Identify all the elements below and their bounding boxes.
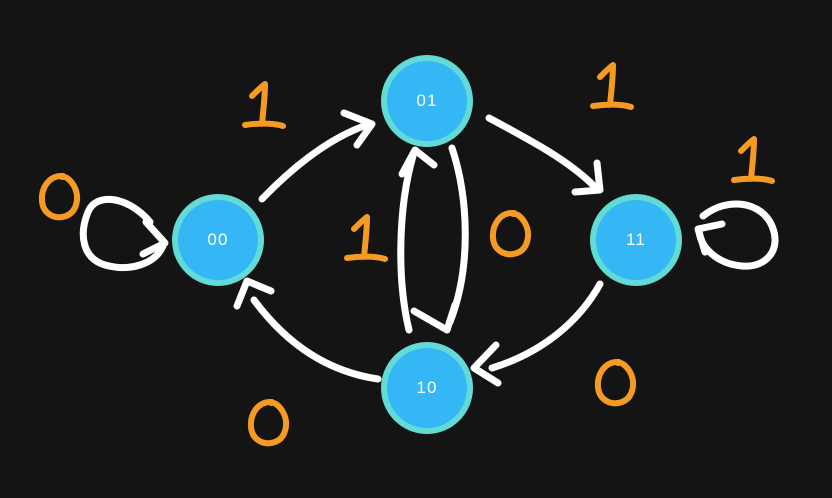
- transition-arrow-11-to-11[interactable]: [694, 200, 779, 270]
- state-node-fill: [387, 348, 467, 428]
- transition-arrow-10-to-00[interactable]: [233, 277, 382, 383]
- transition-arrow-00-to-00[interactable]: [79, 195, 169, 271]
- state-node-01[interactable]: [381, 55, 473, 147]
- transition-arrow-01-to-10[interactable]: [410, 144, 469, 334]
- edge-label-11-to-10: [589, 354, 641, 410]
- transition-arrow-01-to-11[interactable]: [485, 114, 604, 196]
- state-node-11[interactable]: [590, 194, 682, 286]
- edge-label-11-to-11: [725, 134, 777, 190]
- transition-arrow-11-to-10[interactable]: [470, 280, 604, 387]
- state-node-10[interactable]: [381, 342, 473, 434]
- transition-arrow-10-to-01[interactable]: [397, 146, 438, 334]
- transition-arrow-00-to-01[interactable]: [258, 109, 376, 203]
- edge-label-10-to-01: [338, 212, 390, 268]
- edge-label-01-to-10: [484, 205, 536, 261]
- edge-label-00-to-00: [33, 168, 85, 224]
- edge-label-00-to-01: [236, 79, 288, 135]
- state-node-fill: [178, 200, 258, 280]
- edge-label-10-to-00: [242, 394, 294, 450]
- state-node-fill: [596, 200, 676, 280]
- edge-label-01-to-11: [584, 60, 636, 116]
- state-node-fill: [387, 61, 467, 141]
- state-node-00[interactable]: [172, 194, 264, 286]
